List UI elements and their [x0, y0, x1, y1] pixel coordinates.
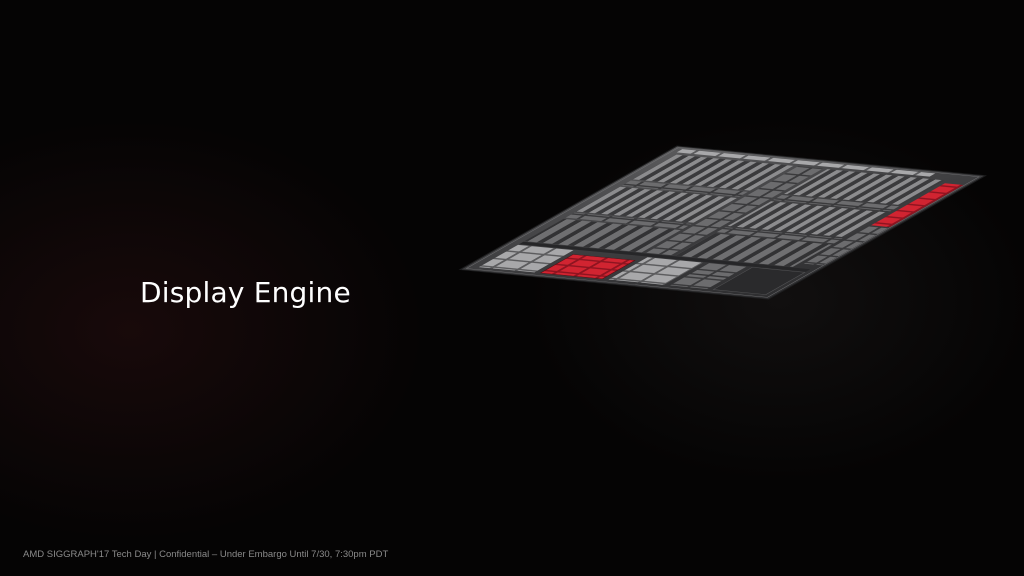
- shader-array-5: [727, 201, 889, 238]
- center-spine: [646, 166, 823, 256]
- die-edge: [465, 147, 980, 298]
- bottom-io-block-2: [670, 274, 727, 289]
- shader-array-3: [524, 218, 681, 253]
- cache-strip-2: [565, 212, 692, 229]
- bottom-left-memory-block: [478, 244, 574, 273]
- bottom-io-block-1: [691, 263, 747, 277]
- cache-strip-1: [622, 180, 748, 197]
- top-io-strip: [676, 149, 936, 177]
- die-group: [458, 145, 987, 300]
- bottom-right-block: [712, 267, 806, 295]
- right-edge-io: [803, 226, 888, 266]
- shader-array-6: [675, 233, 832, 267]
- bottom-separator: [519, 241, 811, 272]
- right-edge-highlight-block: [871, 183, 964, 228]
- shader-array-4: [784, 169, 945, 206]
- footer-text: AMD SIGGRAPH'17 Tech Day | Confidential …: [23, 549, 389, 560]
- cache-strip-4: [716, 227, 843, 244]
- display-engine-block: [539, 254, 636, 280]
- shader-array-2: [576, 186, 738, 223]
- cache-strip-3: [773, 195, 900, 212]
- slide-title: Display Engine: [140, 276, 351, 309]
- bottom-center-memory-block: [608, 257, 704, 285]
- shader-array-1: [632, 154, 794, 191]
